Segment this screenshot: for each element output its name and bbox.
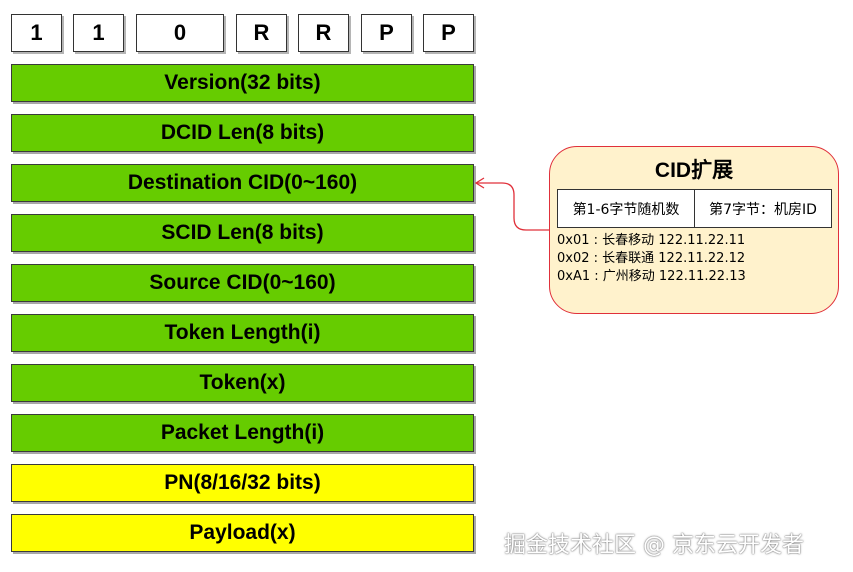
cid-entry: 0x01 : 长春移动 122.11.22.11 (557, 233, 746, 248)
header-bit-1: 1 (11, 14, 62, 52)
header-bit-4: R (236, 14, 287, 52)
field-source-cid: Source CID(0~160) (11, 264, 474, 302)
field-scid-len: SCID Len(8 bits) (11, 214, 474, 252)
header-bit-5: R (298, 14, 349, 52)
field-dcid-len: DCID Len(8 bits) (11, 114, 474, 152)
header-bit-3: 0 (136, 14, 224, 52)
cid-extension-box: CID扩展 第1-6字节随机数 第7字节：机房ID 0x01 : 长春移动 12… (549, 146, 839, 314)
field-version: Version(32 bits) (11, 64, 474, 102)
cid-entry: 0x02 : 长春联通 122.11.22.12 (557, 251, 746, 266)
field-token: Token(x) (11, 364, 474, 402)
header-bit-2: 1 (73, 14, 124, 52)
cid-extension-title: CID扩展 (654, 159, 734, 182)
header-bit-7: P (423, 14, 474, 52)
field-pn: PN(8/16/32 bits) (11, 464, 474, 502)
field-destination-cid: Destination CID(0~160) (11, 164, 474, 202)
header-bit-6: P (361, 14, 412, 52)
cid-entry-list: 0x01 : 长春移动 122.11.22.11 0x02 : 长春联通 122… (557, 232, 746, 286)
field-packet-length: Packet Length(i) (11, 414, 474, 452)
cid-random-bytes-cell: 第1-6字节随机数 (557, 189, 695, 228)
cid-entry: 0xA1 : 广州移动 122.11.22.13 (557, 269, 746, 284)
cid-room-id-cell: 第7字节：机房ID (694, 189, 832, 228)
field-payload: Payload(x) (11, 514, 474, 552)
watermark: 掘金技术社区 @ 京东云开发者 (504, 533, 804, 558)
field-token-length: Token Length(i) (11, 314, 474, 352)
